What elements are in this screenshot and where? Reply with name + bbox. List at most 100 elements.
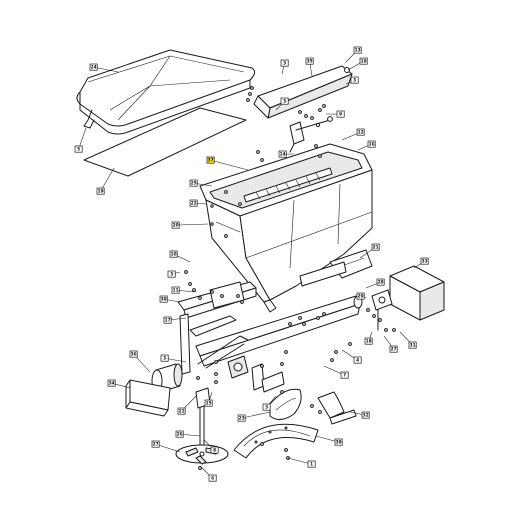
fastener-icon bbox=[214, 372, 218, 376]
callout-10: 10 bbox=[169, 250, 178, 258]
curved-spinner-shield bbox=[233, 423, 319, 459]
callout-29: 29 bbox=[356, 292, 365, 300]
callout-number: 28 bbox=[378, 280, 384, 286]
fastener-icon bbox=[224, 234, 228, 238]
deflector-shield bbox=[269, 388, 302, 420]
callout-number: 3 bbox=[353, 78, 356, 84]
callout-number: 36 bbox=[131, 352, 137, 358]
callout-5: 5 bbox=[74, 145, 83, 153]
callout-31: 31 bbox=[408, 341, 417, 349]
callout-30: 30 bbox=[159, 295, 168, 303]
callout-8: 8 bbox=[210, 446, 219, 454]
callout-20: 20 bbox=[171, 221, 180, 229]
hopper-lid bbox=[76, 49, 256, 135]
fastener-icon bbox=[314, 144, 318, 148]
callout-number: 32 bbox=[363, 413, 369, 419]
fastener-icon bbox=[288, 322, 292, 326]
fastener-icon bbox=[214, 360, 218, 364]
fastener-icon bbox=[260, 158, 264, 162]
callout-number: 34 bbox=[109, 381, 115, 387]
callout-number: 3 bbox=[283, 61, 286, 67]
fastener-icon bbox=[322, 104, 326, 108]
callout-number: 7 bbox=[343, 373, 346, 379]
fastener-icon bbox=[196, 376, 200, 380]
callout-number: 22 bbox=[179, 409, 185, 415]
callout-number: 24 bbox=[91, 65, 97, 71]
fastener-icon bbox=[348, 342, 352, 346]
callout-number: 27 bbox=[391, 347, 397, 353]
callout-12: 12 bbox=[356, 128, 365, 136]
fastener-icon bbox=[392, 328, 396, 332]
callout-21: 21 bbox=[371, 243, 380, 251]
fastener-icon bbox=[214, 380, 218, 384]
callout-number: 3 bbox=[170, 272, 173, 278]
callout-number: 5 bbox=[77, 147, 80, 153]
fastener-icon bbox=[384, 328, 388, 332]
callout-18: 18 bbox=[364, 337, 373, 345]
fastener-icon bbox=[330, 358, 334, 362]
callout-number: 17 bbox=[165, 318, 171, 324]
fastener-icon bbox=[220, 294, 224, 298]
spinner-disc bbox=[175, 444, 229, 465]
callout-22: 22 bbox=[189, 199, 198, 207]
hopper-body bbox=[199, 143, 373, 313]
callout-number: 25 bbox=[191, 181, 197, 187]
callout-number: 18 bbox=[361, 59, 367, 65]
fastener-icon bbox=[310, 116, 314, 120]
callout-number: 19 bbox=[98, 189, 104, 195]
callout-number: 15 bbox=[206, 401, 212, 407]
callout-number: 3 bbox=[163, 356, 166, 362]
callout-number: 33 bbox=[422, 259, 428, 265]
callout-3: 3 bbox=[350, 76, 359, 84]
control-box bbox=[389, 265, 445, 321]
callout-9: 9 bbox=[336, 110, 345, 118]
callout-15: 15 bbox=[204, 399, 213, 407]
fastener-icon bbox=[298, 110, 302, 114]
callout-number: 23 bbox=[239, 416, 245, 422]
fastener-icon bbox=[198, 296, 202, 300]
callout-25: 25 bbox=[189, 179, 198, 187]
callout-number: 39 bbox=[336, 440, 342, 446]
callout-35: 35 bbox=[305, 57, 314, 65]
deflector-bracket bbox=[317, 391, 357, 425]
callout-34: 34 bbox=[107, 379, 116, 387]
fastener-icon bbox=[334, 350, 338, 354]
fastener-icon bbox=[260, 364, 264, 368]
fastener-icon bbox=[318, 410, 322, 414]
callout-36: 36 bbox=[129, 350, 138, 358]
fastener-icon bbox=[284, 448, 288, 452]
fastener-icon bbox=[210, 290, 214, 294]
fastener-icon bbox=[284, 350, 288, 354]
fastener-icon bbox=[236, 294, 240, 298]
fastener-icon bbox=[250, 86, 254, 90]
fastener-icon bbox=[248, 92, 252, 96]
callout-33: 33 bbox=[420, 257, 429, 265]
callout-number: 26 bbox=[177, 432, 183, 438]
bracket-assembly bbox=[289, 116, 333, 153]
hopper-screen-grate bbox=[83, 107, 247, 177]
fastener-icon bbox=[318, 108, 322, 112]
callout-number: 14 bbox=[280, 152, 286, 158]
fastener-icon bbox=[280, 362, 284, 366]
callout-number: 13 bbox=[355, 48, 361, 54]
callout-28: 28 bbox=[376, 278, 385, 286]
callout-number: 37 bbox=[208, 158, 214, 164]
fastener-icon bbox=[378, 318, 382, 322]
motor-cover bbox=[125, 379, 171, 417]
fastener-icon bbox=[322, 312, 326, 316]
callout-number: 6 bbox=[211, 476, 214, 482]
fastener-icon bbox=[318, 154, 322, 158]
callout-22: 22 bbox=[177, 407, 186, 415]
callout-27: 27 bbox=[151, 440, 160, 448]
callout-number: 16 bbox=[369, 142, 375, 148]
callout-number: 4 bbox=[356, 358, 359, 364]
callout-7: 7 bbox=[340, 371, 349, 379]
fastener-icon bbox=[240, 300, 244, 304]
fastener-icon bbox=[310, 404, 314, 408]
fastener-icon bbox=[366, 308, 370, 312]
callout-19: 19 bbox=[96, 187, 105, 195]
callout-32: 32 bbox=[361, 411, 370, 419]
callout-13: 13 bbox=[353, 46, 362, 54]
callout-number: 31 bbox=[410, 343, 416, 349]
